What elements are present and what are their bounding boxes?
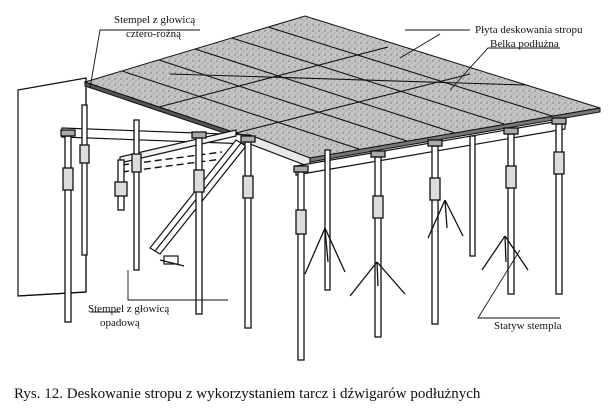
longitudinal-beams <box>61 119 566 176</box>
label-statyw: Statyw stempla <box>494 320 562 332</box>
label-stempel-opadowa-line1: Stempel z głowicą <box>88 303 170 315</box>
tripods <box>304 199 529 297</box>
label-stempel-czteror-line1: Stempel z głowicą <box>114 14 196 26</box>
leader-lines <box>89 29 560 319</box>
diagonal-foot <box>159 255 185 267</box>
figure-caption: Rys. 12. Deskowanie stropu z wykorzystan… <box>14 386 481 402</box>
back-wall <box>17 77 87 297</box>
panel-joints <box>121 26 553 150</box>
props <box>60 104 567 361</box>
label-plyta: Płyta deskowania stropu <box>475 24 583 36</box>
label-belka: Belka podłużna <box>490 38 559 50</box>
label-stempel-czteror-line2: cztero-rożną <box>126 28 181 40</box>
label-stempel-opadowa-line2: opadową <box>100 317 140 329</box>
